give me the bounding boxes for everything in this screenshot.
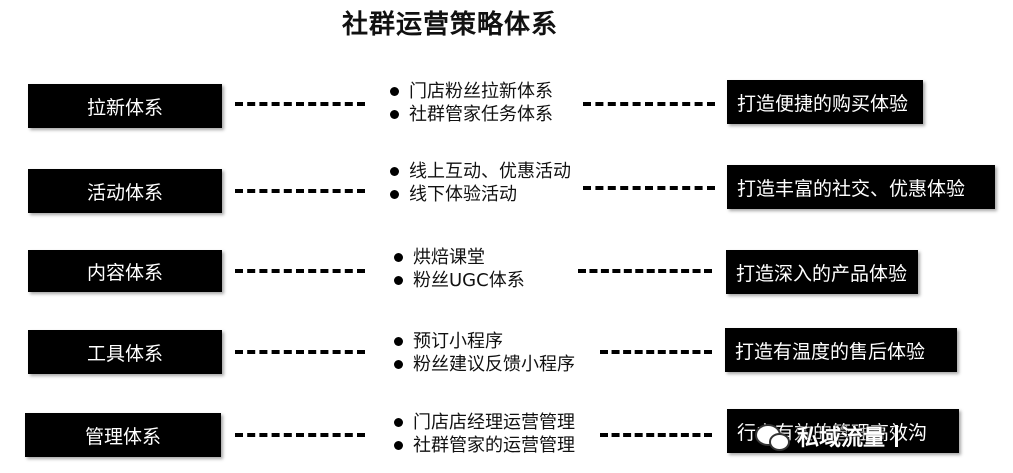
bullet-dot-icon: [394, 253, 403, 262]
connector-dash-right: [600, 433, 712, 437]
left-category-box: 拉新体系: [28, 84, 222, 128]
bullet-dot-icon: [390, 190, 399, 199]
bullet-item: 预订小程序: [394, 330, 575, 353]
bullet-list: 门店店经理运营管理 社群管家的运营管理: [394, 411, 575, 457]
wechat-icon: [755, 422, 790, 451]
connector-dash-left: [235, 269, 365, 273]
bullet-dot-icon: [394, 276, 403, 285]
connector-dash-left: [235, 433, 365, 437]
left-category-box: 活动体系: [28, 169, 222, 213]
connector-dash-left: [235, 350, 365, 354]
connector-dash-right: [583, 186, 715, 190]
strategy-row-4: 工具体系 预订小程序 粉丝建议反馈小程序 打造有温度的售后体验: [0, 324, 1013, 384]
bullet-dot-icon: [390, 167, 399, 176]
connector-dash-right: [578, 269, 712, 273]
left-category-box: 内容体系: [28, 250, 222, 292]
connector-dash-left: [235, 189, 365, 193]
diagram-title: 社群运营策略体系: [341, 10, 558, 40]
bullet-list: 预订小程序 粉丝建议反馈小程序: [394, 330, 575, 376]
bullet-list: 烘焙课堂 粉丝UGC体系: [394, 246, 525, 292]
bullet-item: 社群管家的运营管理: [394, 434, 575, 457]
watermark-divider: [895, 425, 899, 447]
watermark-text: 私域流量: [797, 426, 886, 451]
right-goal-box: 打造丰富的社交、优惠体验: [727, 165, 995, 209]
strategy-row-3: 内容体系 烘焙课堂 粉丝UGC体系 打造深入的产品体验: [0, 242, 1013, 302]
wechat-watermark: 私域流量: [755, 415, 975, 457]
bullet-item: 粉丝建议反馈小程序: [394, 353, 575, 376]
left-category-box: 工具体系: [28, 330, 222, 374]
connector-dash-right: [600, 350, 712, 354]
bullet-dot-icon: [390, 87, 399, 96]
bullet-item: 粉丝UGC体系: [394, 269, 525, 292]
bullet-dot-icon: [394, 418, 403, 427]
strategy-row-2: 活动体系 线上互动、优惠活动 线下体验活动 打造丰富的社交、优惠体验: [0, 156, 1013, 216]
bullet-item: 社群管家任务体系: [390, 103, 553, 126]
bullet-item: 门店粉丝拉新体系: [390, 80, 553, 103]
right-goal-box: 打造便捷的购买体验: [727, 80, 923, 124]
bullet-item: 线下体验活动: [390, 183, 571, 206]
bullet-item: 门店店经理运营管理: [394, 411, 575, 434]
left-category-box: 管理体系: [25, 413, 221, 457]
bullet-item: 线上互动、优惠活动: [390, 160, 571, 183]
connector-dash-left: [235, 102, 365, 106]
bullet-list: 门店粉丝拉新体系 社群管家任务体系: [390, 80, 553, 126]
strategy-row-1: 拉新体系 门店粉丝拉新体系 社群管家任务体系 打造便捷的购买体验: [0, 70, 1013, 130]
right-goal-box: 打造有温度的售后体验: [725, 328, 957, 372]
bullet-list: 线上互动、优惠活动 线下体验活动: [390, 160, 571, 206]
bullet-dot-icon: [394, 337, 403, 346]
bullet-dot-icon: [390, 110, 399, 119]
bullet-dot-icon: [394, 441, 403, 450]
bullet-dot-icon: [394, 360, 403, 369]
connector-dash-right: [583, 102, 715, 106]
bullet-item: 烘焙课堂: [394, 246, 525, 269]
right-goal-box: 打造深入的产品体验: [726, 250, 918, 294]
